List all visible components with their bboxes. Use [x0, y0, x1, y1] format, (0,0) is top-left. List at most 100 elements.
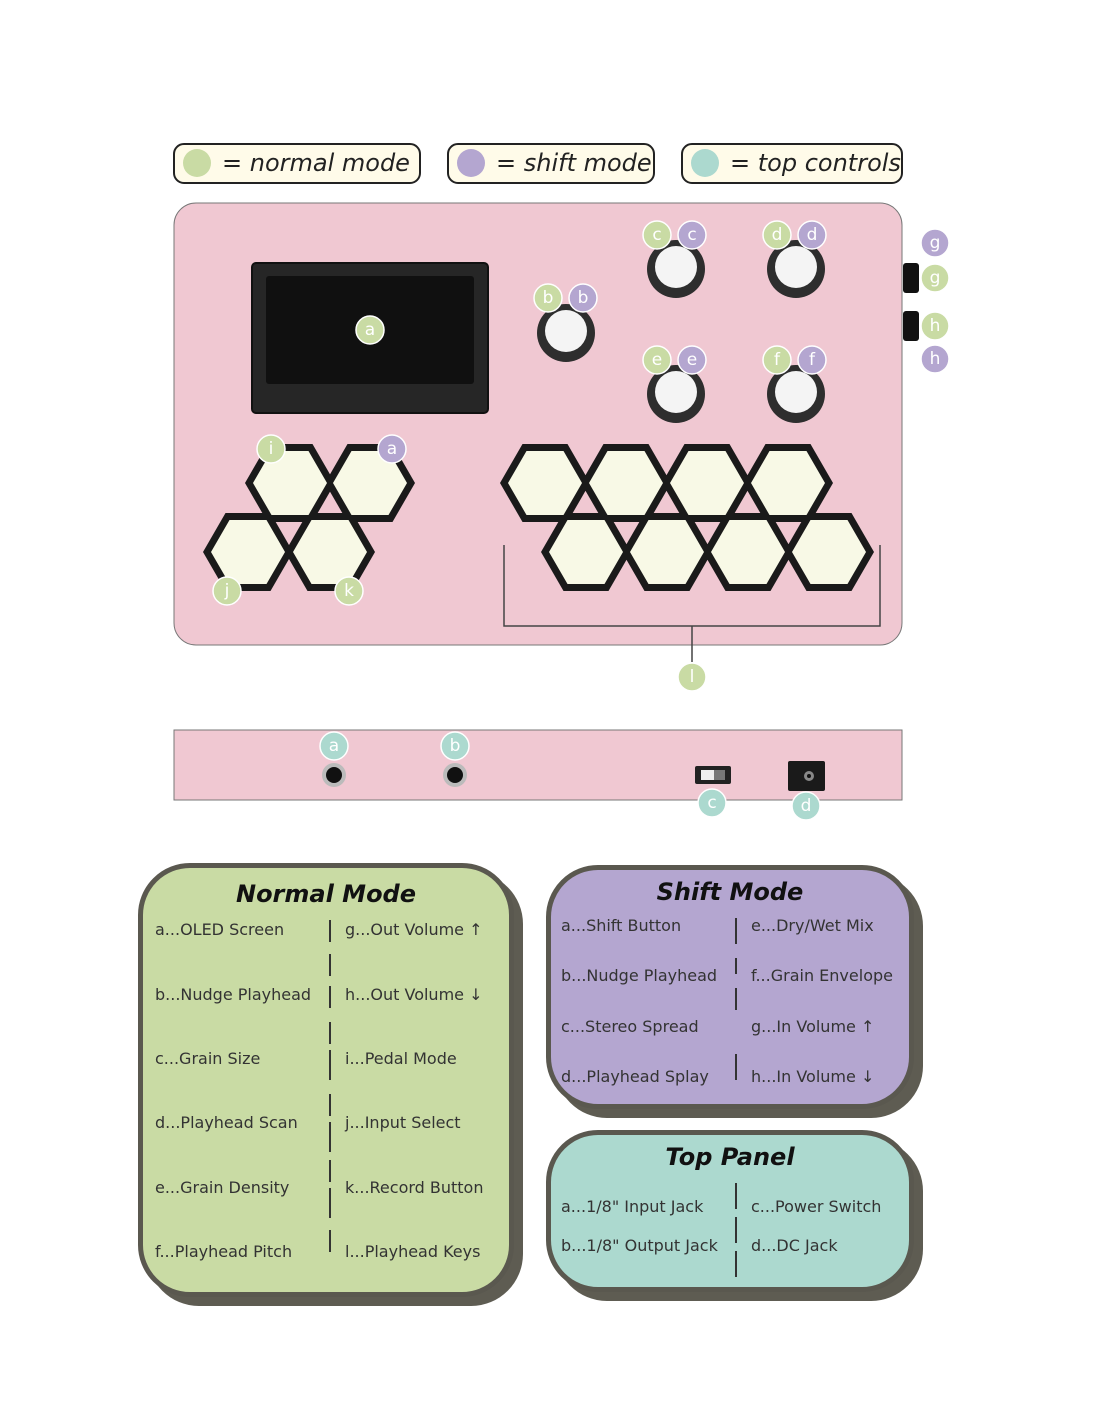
top-item-b: b...1/8" Output Jack [561, 1236, 718, 1255]
knob-c [647, 240, 705, 298]
shift-item-e: e...Dry/Wet Mix [751, 916, 874, 935]
playhead-key-4 [751, 451, 825, 515]
top-panel-box: Top Panel a...1/8" Input Jack b...1/8" O… [546, 1130, 914, 1292]
legend-top-swatch [691, 149, 719, 177]
svg-text:g: g [930, 233, 941, 253]
normal-item-h: h...Out Volume ↓ [345, 985, 483, 1004]
svg-text:e: e [652, 350, 662, 370]
svg-text:e: e [687, 350, 697, 370]
badge-screen-a: a [355, 315, 385, 345]
badge-h-normal: h [920, 311, 950, 341]
top-panel-title: Top Panel [665, 1143, 795, 1171]
knobs [537, 240, 825, 423]
legend: = normal mode = shift mode = top control… [173, 143, 903, 184]
badge-g-normal: g [920, 263, 950, 293]
badge-top-a: a [319, 731, 349, 761]
badge-top-b: b [440, 731, 470, 761]
top-panel-strip [173, 729, 903, 801]
svg-text:c: c [707, 793, 716, 813]
playhead-key-2 [589, 451, 663, 515]
playhead-key-6 [630, 520, 704, 584]
playhead-key-1 [508, 451, 582, 515]
shift-item-h: h...In Volume ↓ [751, 1067, 875, 1086]
badge-top-d: d [791, 791, 821, 821]
hex-key-k [293, 520, 367, 584]
badge-j: j [212, 576, 242, 606]
badge-b-normal: b [533, 283, 563, 313]
hex-keys [203, 444, 874, 591]
svg-text:b: b [543, 288, 554, 308]
shift-item-c: c...Stereo Spread [561, 1017, 699, 1036]
badge-l: l [677, 662, 707, 692]
svg-text:d: d [772, 225, 783, 245]
legend-normal-swatch [183, 149, 211, 177]
svg-text:k: k [344, 581, 354, 601]
normal-item-i: i...Pedal Mode [345, 1049, 457, 1068]
hex-key-i [253, 451, 327, 515]
badge-f-normal: f [762, 345, 792, 375]
svg-text:b: b [578, 288, 589, 308]
normal-item-d: d...Playhead Scan [155, 1113, 298, 1132]
svg-text:g: g [930, 268, 941, 288]
svg-text:a: a [387, 439, 397, 459]
svg-text:l: l [690, 667, 695, 687]
badge-d-shift: d [797, 220, 827, 250]
svg-text:c: c [652, 225, 661, 245]
shift-mode-box: Shift Mode a...Shift Button b...Nudge Pl… [546, 865, 914, 1109]
normal-item-l: l...Playhead Keys [345, 1242, 481, 1261]
badge-e-shift: e [677, 345, 707, 375]
playhead-key-3 [670, 451, 744, 515]
knob-d [767, 240, 825, 298]
hex-key-j [211, 520, 285, 584]
shift-item-g: g...In Volume ↑ [751, 1017, 875, 1036]
badge-i: i [256, 434, 286, 464]
badge-f-shift: f [797, 345, 827, 375]
badge-e-normal: e [642, 345, 672, 375]
svg-text:c: c [687, 225, 696, 245]
svg-text:h: h [930, 316, 941, 336]
playhead-key-8 [792, 520, 866, 584]
badge-g-shift: g [920, 228, 950, 258]
knob-e [647, 365, 705, 423]
legend-shift-label: = shift mode [496, 149, 652, 177]
shift-item-a: a...Shift Button [561, 916, 682, 935]
hex-key-shift [333, 451, 407, 515]
normal-item-j: j...Input Select [345, 1113, 461, 1132]
legend-top-label: = top controls [730, 149, 901, 177]
svg-text:a: a [365, 320, 375, 340]
normal-item-a: a...OLED Screen [155, 920, 285, 939]
normal-item-e: e...Grain Density [155, 1178, 290, 1197]
shift-item-b: b...Nudge Playhead [561, 966, 718, 985]
normal-mode-box: Normal Mode a...OLED Screen b...Nudge Pl… [138, 863, 514, 1297]
svg-text:b: b [450, 736, 461, 756]
svg-text:a: a [329, 736, 339, 756]
svg-text:d: d [801, 796, 812, 816]
svg-text:j: j [224, 581, 230, 601]
badge-d-normal: d [762, 220, 792, 250]
normal-item-k: k...Record Button [345, 1178, 484, 1197]
badge-c-normal: c [642, 220, 672, 250]
side-button-h [903, 311, 919, 341]
badge-a-shift: a [377, 434, 407, 464]
svg-text:h: h [930, 349, 941, 369]
normal-item-f: f...Playhead Pitch [155, 1242, 293, 1261]
svg-text:f: f [809, 350, 816, 370]
knob-f [767, 365, 825, 423]
keys-bracket [503, 545, 881, 662]
playhead-key-7 [711, 520, 785, 584]
normal-item-g: g...Out Volume ↑ [345, 920, 483, 939]
top-item-c: c...Power Switch [751, 1197, 882, 1216]
legend-normal-label: = normal mode [222, 149, 410, 177]
badge-k: k [334, 576, 364, 606]
badge-c-shift: c [677, 220, 707, 250]
shift-mode-title: Shift Mode [656, 878, 804, 906]
normal-item-b: b...Nudge Playhead [155, 985, 312, 1004]
shift-item-f: f...Grain Envelope [751, 966, 893, 985]
top-item-d: d...DC Jack [751, 1236, 838, 1255]
normal-mode-title: Normal Mode [235, 880, 417, 908]
legend-shift-swatch [457, 149, 485, 177]
normal-item-c: c...Grain Size [155, 1049, 261, 1068]
svg-text:d: d [807, 225, 818, 245]
